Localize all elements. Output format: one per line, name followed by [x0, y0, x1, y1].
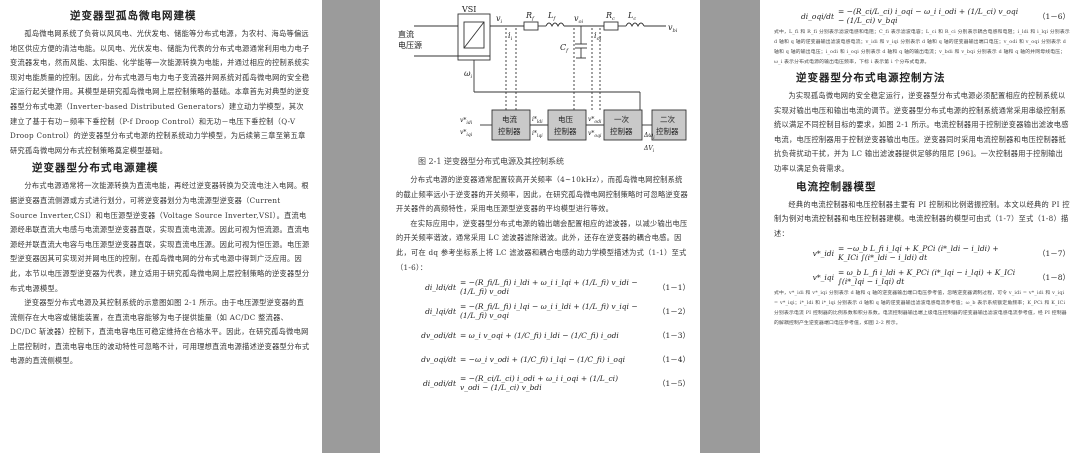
section-heading: 逆变器型分布式电源控制方法 [796, 72, 946, 84]
dc-source-label: 电压源 [398, 40, 422, 50]
equation: v*_idi = −ω_b L_fi i_lqi + K_PCi (i*_ldi… [812, 244, 1070, 263]
paragraph: 为实现孤岛微电网的安全稳定运行，逆变器型分布式电源必须配置相应的控制系统以实现对… [774, 91, 1069, 173]
iref-d-label: i*ldi [532, 116, 543, 125]
inverter-control-diagram: 直流 电压源 VSI vi ii Rf Lf voi Cf ioi Rc Lc … [398, 5, 687, 154]
equation: di_ldi/dt= −(R_fi/L_fi) i_ldi + ω_i i_lq… [425, 278, 690, 297]
secondary-controller-block: 二次 [660, 114, 675, 124]
equation-list: di_ldi/dt= −(R_fi/L_fi) i_ldi + ω_i i_lq… [396, 275, 690, 395]
voltage-controller-block: 控制器 [554, 126, 577, 136]
section-heading: 逆变器型孤岛微电网建模 [70, 10, 197, 22]
current-controller-block: 控制器 [498, 126, 521, 136]
vi-label: vi [496, 14, 503, 25]
rf-label: Rf [525, 11, 535, 22]
document-page-right: di_oqi/dt = −(R_ci/L_ci) i_oqi − ω_i i_o… [760, 0, 1080, 453]
dc-source-label: 直流 [398, 29, 414, 39]
equation: dv_oqi/dt= −ω_i v_odi + (1/C_fi) i_lqi −… [421, 354, 690, 364]
vo-label: voi [574, 14, 584, 25]
equation: di_lqi/dt= −(R_fi/L_fi) i_lqi − ω_i i_ld… [425, 302, 690, 321]
symbol-notes: 式中，v*_idi 和 v*_iqi 分别表示 d 轴和 q 轴的逆变器输出端口… [774, 291, 1067, 327]
lc-label: Lc [627, 11, 636, 22]
delta-v-label: ΔVi [643, 145, 655, 154]
paragraph: 逆变器型分布式电源及其控制系统的示意图如图 2-1 所示。由于电压源型逆变器的直… [10, 298, 310, 366]
paragraph: 孤岛微电网系统了负荷以风风电、光伏发电、储能等分布式电源，为农村、海岛等偏远地区… [10, 29, 310, 155]
vref-q-label: v*iqi [460, 129, 473, 138]
lf-label: Lf [547, 11, 556, 22]
section-heading: 逆变器型分布式电源建模 [32, 162, 159, 175]
voltage-controller-block: 电压 [558, 114, 573, 124]
rc-label: Rc [605, 11, 615, 22]
paragraph: 分布式电源的逆变器通常配置较高开关频率（4~10kHz），而孤岛微电网控制系统的… [396, 175, 689, 214]
vref-d-label: v*idi [460, 117, 473, 126]
paragraph: 分布式电源通常将一次能源转换为直流电能，再经过逆变器转换为交流电注入电网。根据逆… [10, 181, 310, 293]
document-page-left: 逆变器型孤岛微电网建模 孤岛微电网系统了负荷以风风电、光伏发电、储能等分布式电源… [0, 0, 322, 453]
vb-label: vbi [668, 23, 678, 34]
symbol-notes: 式中，L_fi 和 R_fi 分别表示滤波电感和电阻；C_fi 表示滤波电容；L… [774, 30, 1070, 65]
ii-label: ii [508, 31, 513, 42]
io-label: ioi [594, 31, 602, 42]
paragraph: 在实际应用中，逆变器型分布式电源的输出端会配置相应的滤波器，以减少输出电压的开关… [396, 218, 688, 272]
vsi-label: VSI [461, 5, 476, 14]
primary-controller-block: 控制器 [610, 126, 633, 136]
delta-omega-label: Δωi [643, 132, 655, 141]
equation: v*_iqi = ω_b L_fi i_ldi + K_PCi (i*_lqi … [812, 268, 1070, 287]
equation: di_odi/dt= −(R_ci/L_ci) i_odi + ω_i i_oq… [422, 374, 690, 393]
voref-q-label: v*oqi [588, 130, 602, 139]
cf-label: Cf [560, 43, 569, 54]
iref-q-label: i*lqi [532, 130, 543, 139]
secondary-controller-block: 控制器 [656, 126, 679, 136]
figure-caption: 图 2-1 逆变器型分布式电源及其控制系统 [418, 157, 564, 166]
primary-controller-block: 一次 [614, 114, 629, 124]
document-page-middle: 直流 电压源 VSI vi ii Rf Lf voi Cf ioi Rc Lc … [380, 0, 700, 453]
paragraph: 经典的电流控制器和电压控制器主要有 PI 控制和比例谐振控制。本文以经典的 PI… [774, 199, 1070, 238]
current-controller-block: 电流 [502, 114, 517, 124]
voref-d-label: v*odi [588, 116, 602, 125]
omega-label: ωi [464, 69, 473, 80]
section-heading: 电流控制器模型 [796, 180, 877, 193]
equation: di_oqi/dt = −(R_ci/L_ci) i_oqi − ω_i i_o… [800, 7, 1070, 25]
equation: dv_odi/dt= ω_i v_oqi + (1/C_fi) i_ldi − … [421, 330, 690, 340]
